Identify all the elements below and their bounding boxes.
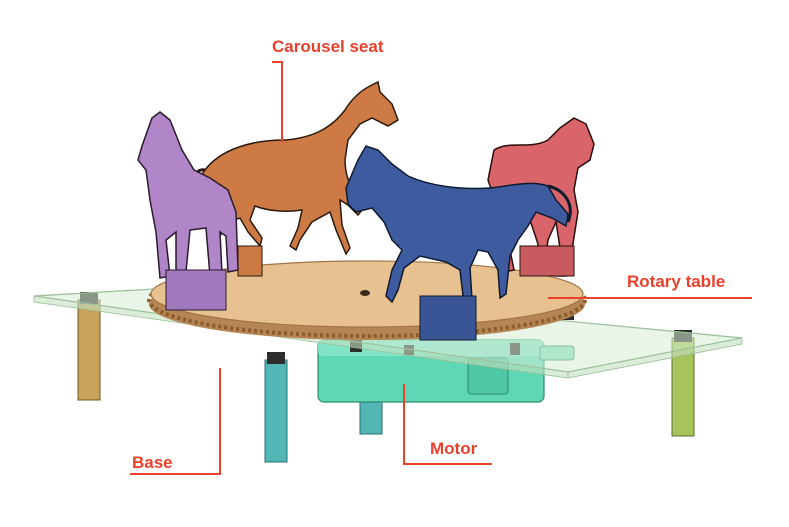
callout-line-base	[130, 368, 221, 475]
callout-line-carousel-seat	[272, 61, 283, 142]
label-base: Base	[132, 453, 173, 472]
label-carousel-seat: Carousel seat	[272, 37, 384, 56]
leg-back-left	[77, 299, 101, 401]
label-rotary-table: Rotary table	[627, 272, 725, 291]
horse-blue	[345, 145, 572, 341]
leg-front-left	[264, 359, 288, 463]
callout-lines	[130, 61, 752, 475]
callout-line-motor	[403, 384, 492, 465]
label-motor: Motor	[430, 439, 478, 458]
horse-purple	[137, 111, 239, 311]
